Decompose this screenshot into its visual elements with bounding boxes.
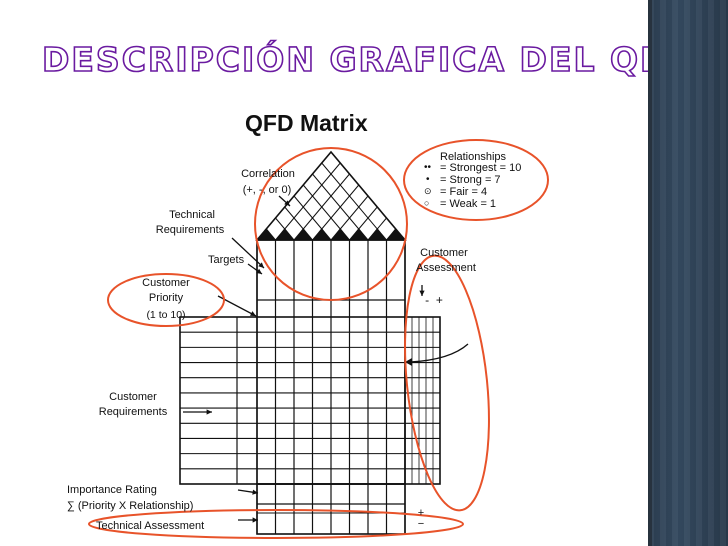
legend-symbol-strongest: •• — [424, 162, 432, 173]
legend-label-fair: = Fair = 4 — [440, 186, 487, 198]
roof-base-triangle — [312, 228, 331, 240]
highlight-ellipses — [88, 139, 549, 539]
legend-label-strongest: = Strongest = 10 — [440, 162, 521, 174]
priority-arrow-head — [250, 311, 256, 316]
importance-rating-label: Importance Rating — [67, 484, 157, 496]
panel-edge — [648, 0, 652, 546]
legend-symbol-strong: • — [426, 174, 430, 185]
technical-requirements-label-2: Requirements — [156, 224, 225, 236]
roof-base-triangle — [275, 228, 294, 240]
legend-symbol-weak: ○ — [424, 198, 429, 208]
importance-rating-formula: ∑ (Priority X Relationship) — [67, 500, 193, 512]
customer-priority-label: Customer — [142, 277, 190, 289]
correlation-arrow-head — [284, 200, 290, 206]
tech-req-arrow-head — [258, 262, 264, 268]
roof-highlight-circle — [254, 147, 408, 301]
slide-title: DESCRIPCIÓN GRAFICA DEL QFD: — [41, 39, 710, 80]
targets-arrow-head — [256, 268, 262, 274]
customer-assessment-scale: - + — [425, 293, 443, 307]
targets-label: Targets — [208, 254, 245, 266]
correlation-values-label: (+, -, or 0) — [243, 184, 292, 196]
roof-lattice — [255, 150, 407, 241]
assessment-scale-arrow-head — [419, 290, 425, 296]
customer-priority-label-2: Priority — [149, 292, 184, 304]
technical-requirements-label: Technical — [169, 209, 215, 221]
matrix-grid — [179, 239, 441, 535]
technical-assessment-highlight — [88, 509, 464, 539]
priority-highlight — [107, 273, 225, 327]
panel-texture — [648, 0, 728, 546]
assessment-curve-arrow — [409, 343, 469, 363]
arrows — [183, 195, 469, 523]
technical-assessment-label: Technical Assessment — [96, 520, 204, 532]
roof-base-triangle — [257, 228, 276, 240]
roof-base-triangle — [294, 228, 313, 240]
customer-assessment-label-2: Assessment — [416, 262, 476, 274]
roof-base-triangle — [331, 228, 350, 240]
tech-assessment-arrow-head — [252, 517, 258, 523]
correlation-label: Correlation — [241, 168, 295, 180]
qfd-diagram: QFD Matrix Correlation (+, -, or 0) Tech… — [67, 110, 549, 539]
legend-symbol-fair: ⊙ — [424, 186, 432, 196]
customer-req-arrow-head — [206, 409, 212, 415]
legend-label-weak: = Weak = 1 — [440, 198, 496, 210]
tech-assessment-plus: + — [418, 507, 424, 519]
side-decoration-panel — [648, 0, 728, 546]
customer-requirements-label: Customer — [109, 391, 157, 403]
roof-base-triangle — [386, 228, 405, 240]
customer-requirements-label-2: Requirements — [99, 406, 168, 418]
diagram-heading: QFD Matrix — [245, 110, 368, 136]
assessment-highlight — [404, 254, 490, 512]
customer-requirements-frame — [179, 316, 441, 485]
roof-lattice-line — [275, 162, 341, 241]
relationships-legend: •• = Strongest = 10 • = Strong = 7 ⊙ = F… — [424, 162, 521, 210]
legend-label-strong: = Strong = 7 — [440, 174, 501, 186]
roof-base-triangle — [349, 228, 368, 240]
assessment-curve-arrow-head — [405, 358, 412, 366]
tech-assessment-minus: − — [418, 518, 424, 530]
relationships-title: Relationships — [440, 151, 507, 163]
roof-base-triangle — [368, 228, 387, 240]
importance-arrow-head — [252, 489, 258, 495]
roof-lattice-line — [321, 162, 387, 241]
relationships-highlight — [403, 139, 549, 221]
tech-req-arrow — [231, 237, 265, 269]
customer-priority-scale: (1 to 10) — [146, 309, 185, 321]
customer-assessment-label: Customer — [420, 247, 468, 259]
